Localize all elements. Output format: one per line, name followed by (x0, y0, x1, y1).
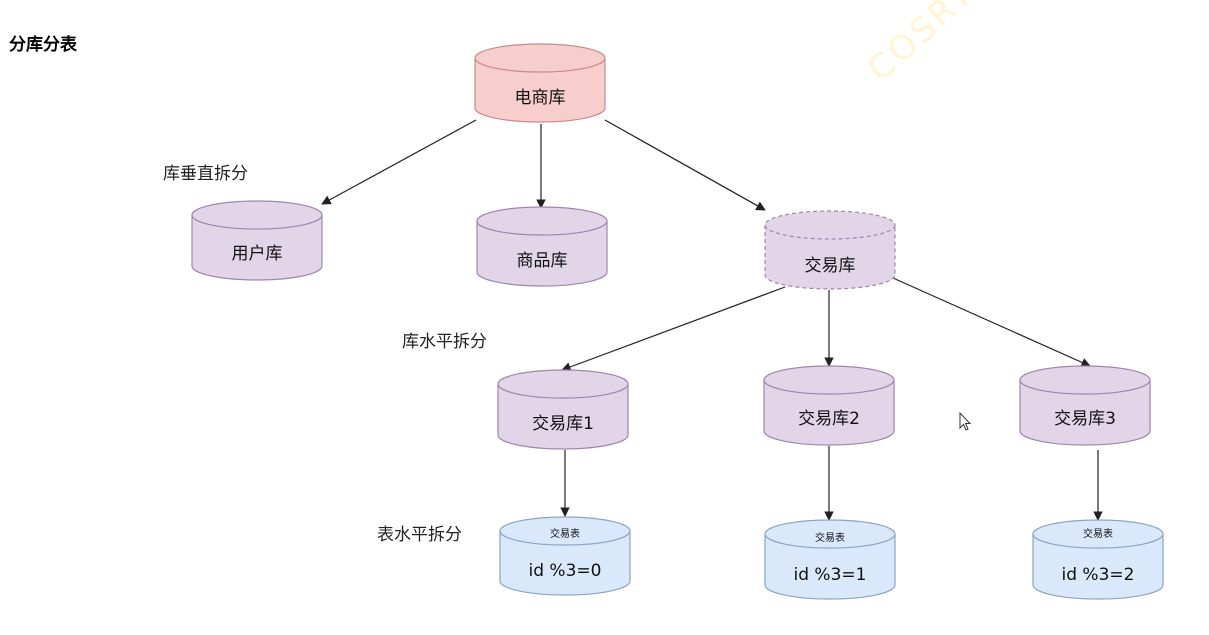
node-trade-db-2-label: 交易库2 (798, 409, 860, 429)
node-trade-table-1[interactable]: 交易表 id %3=0 (499, 516, 631, 596)
node-goods-db-label: 商品库 (517, 251, 568, 271)
node-root-label: 电商库 (515, 88, 566, 108)
page-title: 分库分表 (9, 35, 77, 55)
edge-trade-trade1 (561, 286, 786, 372)
label-vertical-split: 库垂直拆分 (163, 164, 248, 184)
edges (321, 119, 1103, 521)
node-trade-table-3-label: id %3=2 (1062, 565, 1135, 585)
edge-root-user (321, 119, 477, 205)
node-trade-table-3[interactable]: 交易表 id %3=2 (1032, 519, 1164, 600)
label-horizontal-table-split: 表水平拆分 (377, 525, 462, 545)
node-trade-db-1-label: 交易库1 (532, 414, 594, 434)
node-goods-db[interactable]: 商品库 (476, 206, 608, 287)
edge-root-trade (604, 119, 766, 211)
node-trade-db-1[interactable]: 交易库1 (497, 369, 629, 450)
node-trade-table-1-label: id %3=0 (529, 561, 602, 581)
node-user-db-label: 用户库 (232, 244, 283, 264)
node-trade-db-3-label: 交易库3 (1054, 409, 1116, 429)
node-user-db[interactable]: 用户库 (191, 200, 323, 281)
node-trade-db[interactable]: 交易库 (764, 210, 896, 290)
mouse-cursor-icon (959, 412, 972, 431)
node-trade-table-2-label: id %3=1 (794, 565, 867, 585)
edge-trade-trade3 (892, 277, 1091, 367)
node-trade-table-2[interactable]: 交易表 id %3=1 (764, 519, 896, 600)
node-trade-db-label: 交易库 (805, 256, 856, 276)
node-trade-table-3-title: 交易表 (1083, 527, 1113, 540)
node-trade-table-2-title: 交易表 (815, 531, 845, 544)
node-trade-db-3[interactable]: 交易库3 (1019, 365, 1151, 446)
label-horizontal-db-split: 库水平拆分 (402, 332, 487, 352)
node-trade-table-1-title: 交易表 (550, 527, 580, 540)
node-trade-db-2[interactable]: 交易库2 (763, 365, 895, 446)
node-root[interactable]: 电商库 (474, 43, 606, 123)
